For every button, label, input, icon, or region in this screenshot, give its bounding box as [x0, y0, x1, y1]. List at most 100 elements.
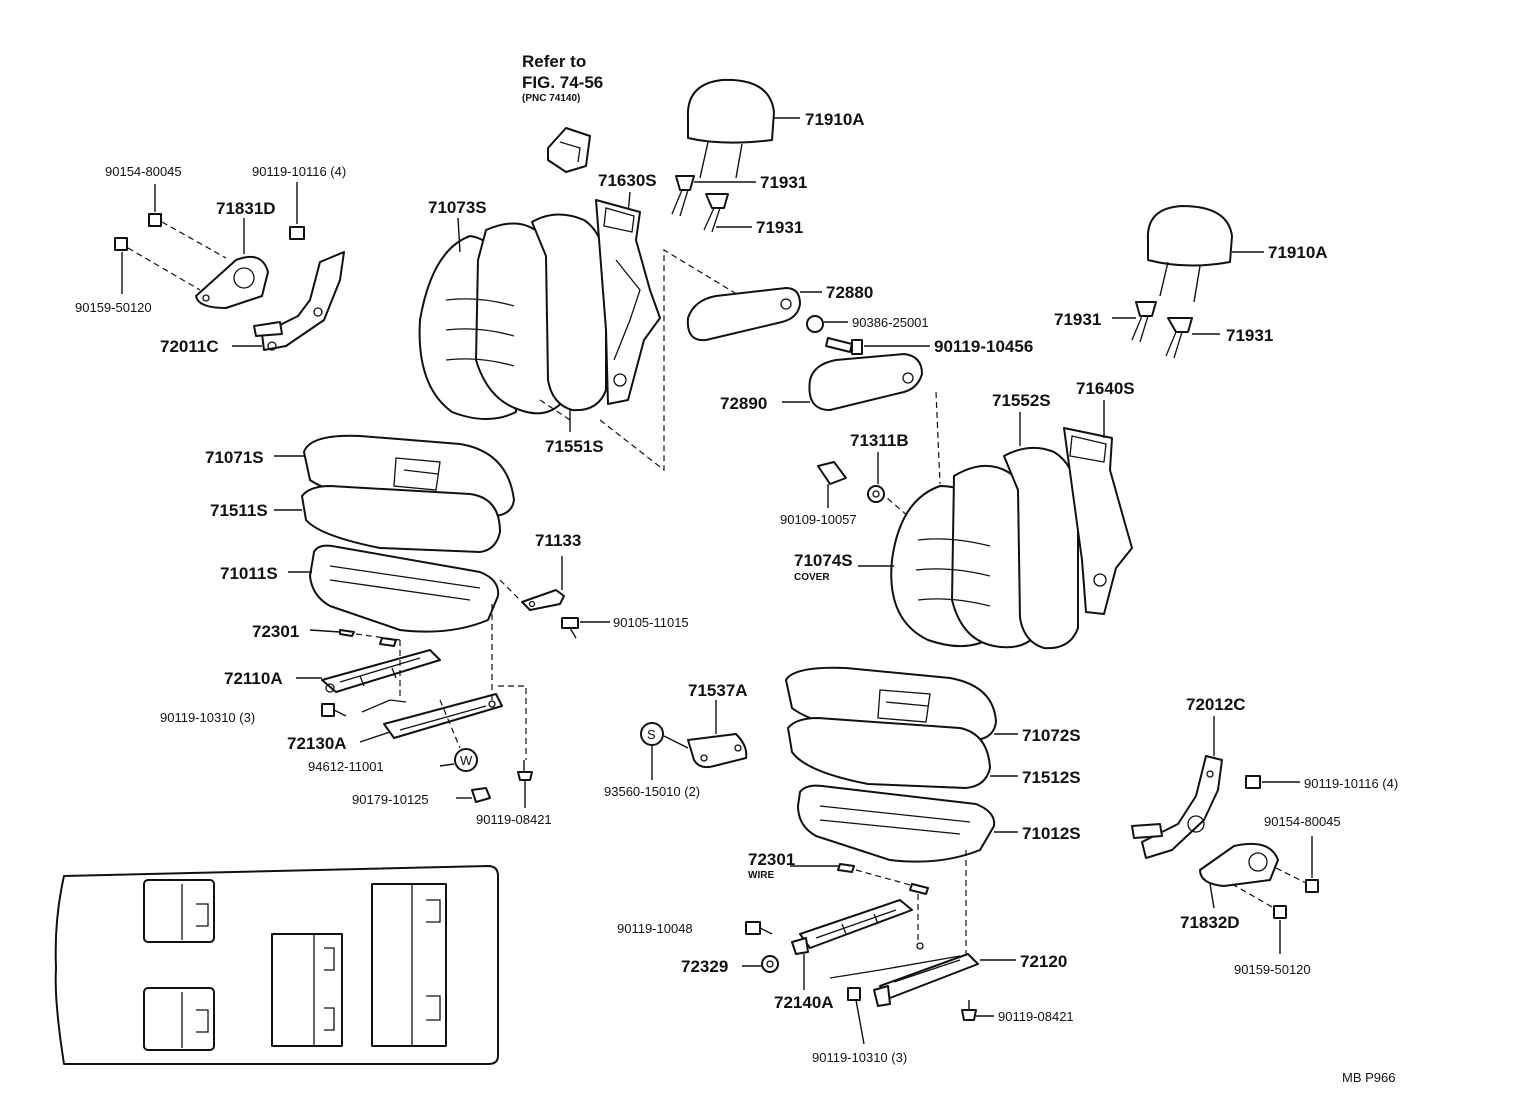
label-90109-10057: 90109-10057	[780, 512, 857, 527]
seat-track-72140A	[791, 899, 913, 990]
armrest-72890	[782, 353, 923, 411]
label-71073S: 71073S	[428, 198, 487, 217]
label-94612-11001: 94612-11001	[308, 759, 384, 774]
seatback-left	[418, 199, 661, 420]
bolt-90154-right	[1305, 836, 1319, 893]
label-71071S: 71071S	[205, 448, 264, 467]
label-71552S: 71552S	[992, 391, 1051, 410]
headrest-left	[686, 78, 800, 179]
wire-72301-left	[309, 629, 401, 647]
headrest-support-d	[1165, 317, 1220, 359]
bracket-71537A	[663, 700, 748, 769]
snap-93560: S	[640, 722, 664, 780]
label-71910A-left: 71910A	[805, 110, 865, 129]
bolt-90119-10310-right	[847, 987, 865, 1045]
cap-90386	[806, 315, 848, 333]
seat-cushion-right	[785, 666, 1018, 863]
label-72329: 72329	[681, 957, 728, 976]
label-72120: 72120	[1020, 952, 1067, 971]
figure-code: MB P966	[1342, 1070, 1395, 1085]
armrest-72880	[686, 287, 822, 342]
label-90119-10310-right: 90119-10310 (3)	[812, 1050, 907, 1065]
label-90386-25001: 90386-25001	[852, 315, 929, 330]
bolt-90159-right	[1231, 883, 1287, 954]
label-cover: COVER	[794, 572, 830, 583]
label-90119-08421-right: 90119-08421	[998, 1009, 1074, 1024]
label-90119-10048: 90119-10048	[617, 921, 693, 936]
label-90154-80045-right: 90154-80045	[1264, 814, 1341, 829]
label-71910A-right: 71910A	[1268, 243, 1328, 262]
label-72110A: 72110A	[224, 669, 283, 688]
seat-cushion-left	[274, 434, 515, 633]
label-71072S: 71072S	[1022, 726, 1081, 745]
label-71640S: 71640S	[1076, 379, 1135, 398]
headrest-support-b	[703, 193, 752, 233]
recliner-cover-right	[1199, 842, 1309, 909]
label-72140A: 72140A	[774, 993, 834, 1012]
label-72301-right: 72301	[748, 850, 795, 869]
bolt-90119-10116-right	[1245, 775, 1300, 789]
hinge-72011C	[232, 251, 345, 351]
label-72130A: 72130A	[287, 734, 347, 753]
label-90179-10125: 90179-10125	[352, 792, 429, 807]
vehicle-seat-layout-inset	[54, 865, 499, 1065]
washer-94612: W	[439, 699, 478, 772]
refer-line-1: Refer to	[522, 52, 586, 71]
label-71311B: 71311B	[850, 431, 909, 450]
headrest-right	[1146, 205, 1264, 303]
headrest-support-a	[671, 175, 756, 217]
label-90119-10456: 90119-10456	[934, 337, 1033, 356]
label-90119-10310-left: 90119-10310 (3)	[160, 710, 255, 725]
bolt-90159-left	[114, 237, 201, 294]
bolt-90109-10057	[817, 461, 847, 508]
bolt-90119-10310-left	[321, 703, 347, 717]
label-71931-d: 71931	[1226, 326, 1273, 345]
label-72011C: 72011C	[160, 337, 219, 356]
bolt-90119-10116-left	[289, 182, 305, 240]
seat-track-72120	[829, 942, 1016, 1007]
label-72301-left: 72301	[252, 622, 299, 641]
label-93560-15010: 93560-15010 (2)	[604, 784, 700, 799]
label-71011S: 71011S	[220, 564, 278, 583]
recliner-cover-left	[195, 218, 269, 309]
refer-line-3: (PNC 74140)	[522, 93, 580, 104]
nut-90179	[456, 787, 491, 803]
seat-switch-part	[547, 127, 591, 173]
bolt-90119-10456	[825, 337, 930, 355]
label-71551S: 71551S	[545, 437, 604, 456]
bracket-71133	[499, 556, 565, 611]
bolt-90119-10048	[745, 921, 773, 935]
label-90154-80045-left: 90154-80045	[105, 164, 182, 179]
hinge-72012C	[1131, 716, 1223, 859]
label-71537A: 71537A	[688, 681, 748, 700]
washer-w-mark: W	[460, 753, 473, 768]
seatback-right	[890, 427, 1133, 650]
nut-71311B	[867, 485, 885, 503]
label-71931-c: 71931	[1054, 310, 1101, 329]
bolt-90119-08421-left	[517, 760, 533, 808]
bolt-90154-left	[148, 184, 227, 259]
label-90119-10116-left: 90119-10116 (4)	[252, 164, 346, 179]
label-71931-b: 71931	[756, 218, 803, 237]
label-90119-08421-left: 90119-08421	[476, 812, 552, 827]
label-90119-10116-right: 90119-10116 (4)	[1304, 776, 1398, 791]
bolt-90119-08421-right	[961, 1000, 994, 1021]
label-71512S: 71512S	[1022, 768, 1081, 787]
label-71931-a: 71931	[760, 173, 807, 192]
bolt-90105-11015	[561, 617, 610, 639]
label-72880: 72880	[826, 283, 873, 302]
refer-line-2: FIG. 74-56	[522, 73, 603, 92]
label-71133: 71133	[535, 531, 581, 550]
label-72012C: 72012C	[1186, 695, 1246, 714]
label-90159-50120-left: 90159-50120	[75, 300, 152, 315]
label-71831D: 71831D	[216, 199, 276, 218]
snap-s-mark: S	[647, 727, 656, 742]
label-71511S: 71511S	[210, 501, 268, 520]
refer-to-figure-note: Refer to FIG. 74-56 (PNC 74140)	[522, 52, 603, 173]
label-90105-11015: 90105-11015	[613, 615, 689, 630]
seat-track-72130A	[359, 604, 527, 760]
label-72890: 72890	[720, 394, 767, 413]
seat-track-72110A	[296, 649, 441, 693]
label-90159-50120-right: 90159-50120	[1234, 962, 1311, 977]
